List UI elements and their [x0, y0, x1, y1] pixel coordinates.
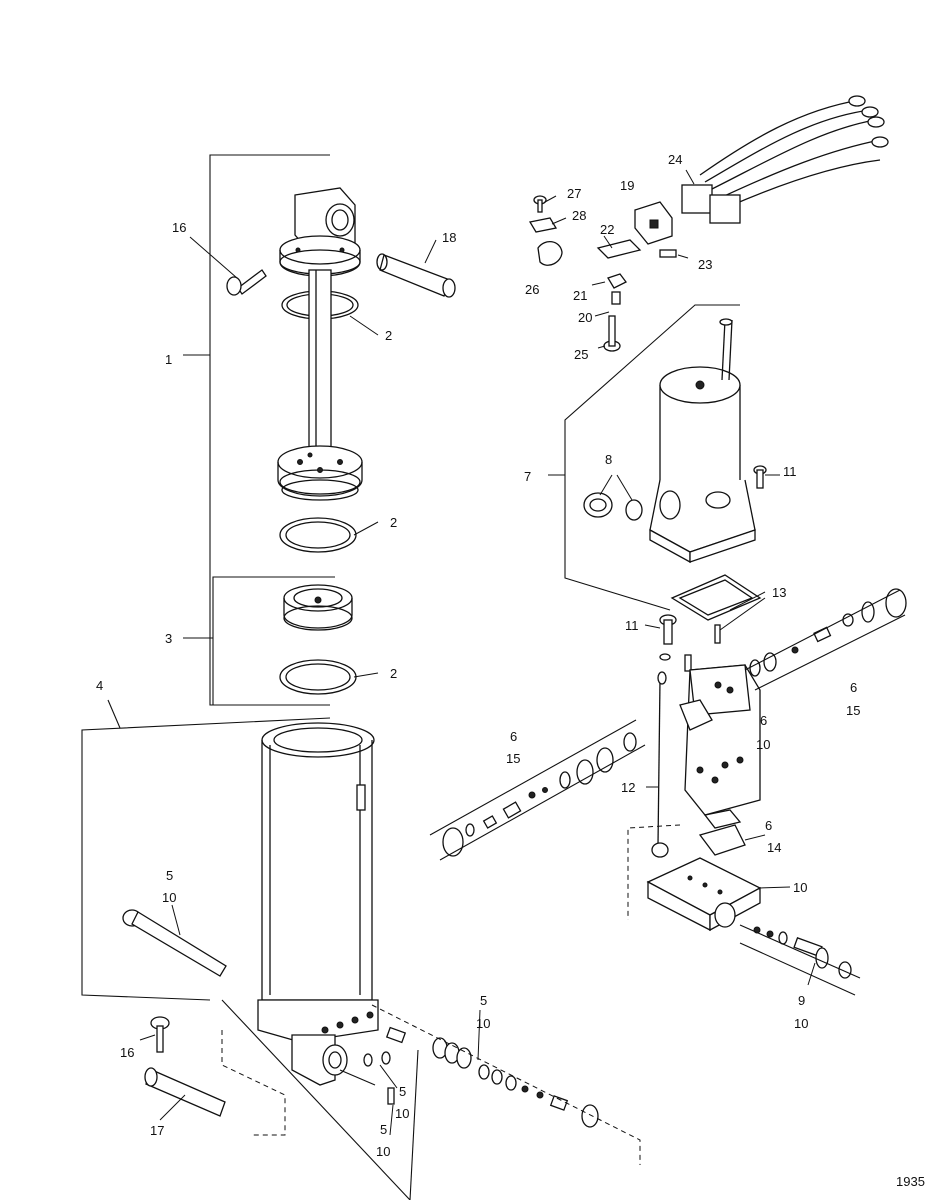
- pin-16-upper: [226, 269, 267, 296]
- bracket-7: [548, 304, 740, 611]
- callout-11-upper: 11: [783, 464, 797, 479]
- callout-14: 14: [767, 840, 781, 855]
- pin-17: [144, 1067, 226, 1117]
- pin-18: [376, 253, 456, 298]
- callout-28: 28: [572, 208, 586, 223]
- pump-motor: [649, 318, 756, 564]
- callout-11-lower: 11: [625, 618, 639, 633]
- piston-ring-lower: [279, 659, 357, 695]
- callout-22: 22: [600, 222, 614, 237]
- callout-27: 27: [567, 186, 581, 201]
- callout-26: 26: [525, 282, 539, 297]
- valve-parts-lower: [221, 999, 641, 1200]
- callout-19: 19: [620, 178, 634, 193]
- callout-8: 8: [605, 452, 612, 467]
- bracket-4: [81, 699, 331, 1001]
- pump-base-10: [646, 857, 762, 932]
- callout-9: 9: [798, 993, 805, 1008]
- callout-17: 17: [150, 1123, 164, 1138]
- pin-dashed-guides: [221, 1030, 286, 1136]
- callout-10-valve: 10: [794, 1016, 808, 1031]
- callout-20: 20: [578, 310, 592, 325]
- callout-1: 1: [165, 352, 172, 367]
- callout-10-mid: 10: [476, 1016, 490, 1031]
- seal-14: [698, 809, 746, 856]
- screws-11-lower: [659, 614, 692, 672]
- callout-labels: 1 2 2 2 3 4 5 10 16 18 16 17 5 10 5 10 5…: [96, 152, 860, 1159]
- callout-5-bottom: 5: [380, 1122, 387, 1137]
- callout-10-body: 10: [756, 737, 770, 752]
- end-cap: [283, 584, 353, 631]
- callout-2-upper: 2: [385, 328, 392, 343]
- callout-16-lower: 16: [120, 1045, 134, 1060]
- gasket-13: [670, 574, 762, 644]
- callout-6-body: 6: [760, 713, 767, 728]
- cylinder-base: [257, 999, 379, 1086]
- callout-10-bottom: 10: [376, 1144, 390, 1159]
- bracket-1: [183, 154, 330, 706]
- callout-2-middle: 2: [390, 515, 397, 530]
- small-hardware: [528, 195, 677, 352]
- callout-10-base: 10: [793, 880, 807, 895]
- figure-number: 1935: [896, 1174, 925, 1189]
- cylinder-body: [261, 722, 375, 1001]
- ram-shaft: [308, 269, 332, 456]
- relay-19: [634, 201, 673, 245]
- bolt-5-left: [122, 909, 227, 977]
- pin-16-lower: [150, 1016, 170, 1053]
- callout-21: 21: [573, 288, 587, 303]
- valve-body: [679, 664, 761, 816]
- callout-7: 7: [524, 469, 531, 484]
- callout-5-mid: 5: [480, 993, 487, 1008]
- valve-parts-9: [739, 924, 861, 996]
- callout-25: 25: [574, 347, 588, 362]
- valve-parts-upper-right: [749, 588, 907, 677]
- callout-3: 3: [165, 631, 172, 646]
- callout-24: 24: [668, 152, 682, 167]
- callout-12: 12: [621, 780, 635, 795]
- callout-16-upper: 16: [172, 220, 186, 235]
- harness-plugs: [681, 95, 889, 224]
- fill-plug-8: [583, 492, 643, 521]
- callout-10-left: 10: [162, 890, 176, 905]
- callout-6-seal: 6: [765, 818, 772, 833]
- callout-15-upper-right: 15: [846, 703, 860, 718]
- valve-parts-left: [429, 719, 646, 861]
- screw-11-upper: [753, 465, 767, 489]
- leader-lines: [139, 169, 816, 1136]
- callout-10-right: 10: [395, 1106, 409, 1121]
- bracket-3: [183, 576, 335, 705]
- ground-lead-12: [651, 671, 669, 858]
- callout-5-left: 5: [166, 868, 173, 883]
- callout-2-lower: 2: [390, 666, 397, 681]
- callout-18: 18: [442, 230, 456, 245]
- valve-parts-upper-diag: [744, 589, 906, 691]
- callout-15-left: 15: [506, 751, 520, 766]
- callout-6-upper-right: 6: [850, 680, 857, 695]
- callout-6-left: 6: [510, 729, 517, 744]
- callout-4: 4: [96, 678, 103, 693]
- piston: [277, 445, 363, 501]
- callout-5-right: 5: [399, 1084, 406, 1099]
- piston-ring-middle: [279, 517, 357, 553]
- callout-13: 13: [772, 585, 786, 600]
- callout-23: 23: [698, 257, 712, 272]
